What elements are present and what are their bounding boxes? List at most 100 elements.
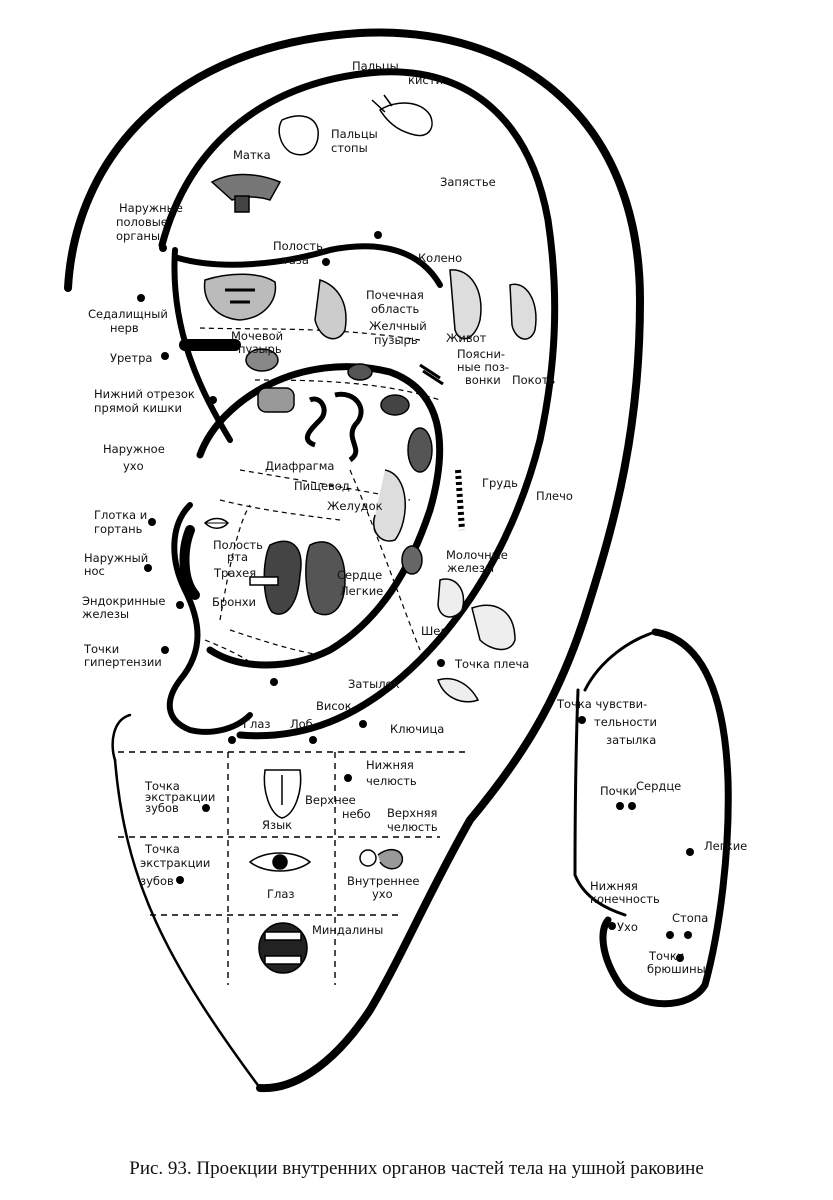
label-bronkhi: Бронхи	[212, 595, 256, 609]
label-paltsy-kisti: Пальцыкисти	[352, 59, 443, 87]
label-matka: Матка	[233, 148, 271, 162]
point-visok	[359, 720, 367, 728]
point-pochki	[616, 802, 624, 810]
point-polost-taza	[322, 258, 330, 266]
label-zatylok: Затылок	[348, 677, 400, 691]
back-ear-outline	[573, 628, 732, 1008]
inner-ear-icon	[359, 848, 404, 870]
label-legkie-back: Легкие	[704, 839, 747, 853]
label-pochki: Почки	[600, 784, 637, 798]
label-zapyastye: Запястье	[440, 175, 496, 189]
label-mindaliny: Миндалины	[312, 923, 383, 937]
eye-icon	[248, 852, 312, 872]
acupoints	[137, 231, 694, 962]
label-diafragma: Диафрагма	[265, 459, 334, 473]
point-ukho-back	[608, 922, 616, 930]
label-sheya: Шея	[421, 624, 447, 638]
point-serdtse-back	[628, 802, 636, 810]
label-serdtse-back: Сердце	[636, 779, 681, 793]
point-ekstr-2	[176, 876, 184, 884]
point-chuvstv	[578, 716, 586, 724]
point-sedalishchny	[137, 294, 145, 302]
ear-outline	[64, 28, 645, 1093]
point-uretra	[161, 352, 169, 360]
point-tochka-plecha	[437, 659, 445, 667]
spine-icon	[419, 363, 465, 531]
heart-icon	[401, 545, 423, 575]
point-bryushina-2	[676, 954, 684, 962]
dashed-lines	[199, 327, 441, 671]
mouth-icon	[203, 517, 230, 529]
label-klyuchitsa: Ключица	[390, 722, 444, 736]
point-paltsy-stopy	[374, 231, 382, 239]
head-icon	[437, 578, 465, 618]
label-glaz-top: Глаз	[243, 717, 271, 731]
point-glaz	[228, 736, 236, 744]
lungs-icon	[249, 540, 346, 616]
label-pokot: Покоть	[512, 373, 555, 387]
label-serdtse: Сердце	[337, 568, 382, 582]
label-stopa: Стопа	[672, 911, 708, 925]
label-grud: Грудь	[482, 476, 518, 490]
point-nos	[144, 564, 152, 572]
point-stopa	[666, 931, 674, 939]
point-bryushina-1	[684, 931, 692, 939]
label-tochka-plecha: Точка плеча	[454, 657, 529, 671]
bladder-icon	[245, 348, 279, 372]
lobe-grid	[118, 751, 465, 985]
tonsils-icon	[258, 922, 308, 974]
label-uretra: Уретра	[110, 351, 152, 365]
label-trakheya: Трахея	[213, 566, 256, 580]
point-ekstr-1	[202, 804, 210, 812]
point-naruzhnye	[159, 244, 167, 252]
intestine-icon	[257, 363, 433, 542]
tongue-icon	[263, 769, 302, 819]
pelvis-icon	[203, 273, 277, 321]
label-yazyk: Язык	[262, 818, 292, 832]
label-poyasnichnye: Поясни-ные поз-вонки	[457, 347, 509, 387]
label-plecho: Плечо	[536, 489, 573, 503]
knee-icon	[314, 269, 537, 340]
point-zatylok	[270, 678, 278, 686]
point-glotka	[148, 518, 156, 526]
foot-icon	[278, 115, 319, 156]
label-pishchevod: Пищевод	[294, 479, 350, 493]
label-zhivot: Живот	[446, 331, 487, 345]
shoulder-icon	[437, 604, 516, 703]
point-lob	[309, 736, 317, 744]
label-legkie: Легкие	[340, 584, 383, 598]
point-nizhnyaya-chelyust	[344, 774, 352, 782]
label-lob: Лоб	[290, 717, 313, 731]
point-gipertenzii	[161, 646, 169, 654]
label-ukho-back: Ухо	[617, 920, 638, 934]
label-koleno: Колено	[418, 251, 462, 265]
label-glaz-grid: Глаз	[267, 887, 295, 901]
point-endokrinnye	[176, 601, 184, 609]
label-visok: Висок	[316, 699, 352, 713]
